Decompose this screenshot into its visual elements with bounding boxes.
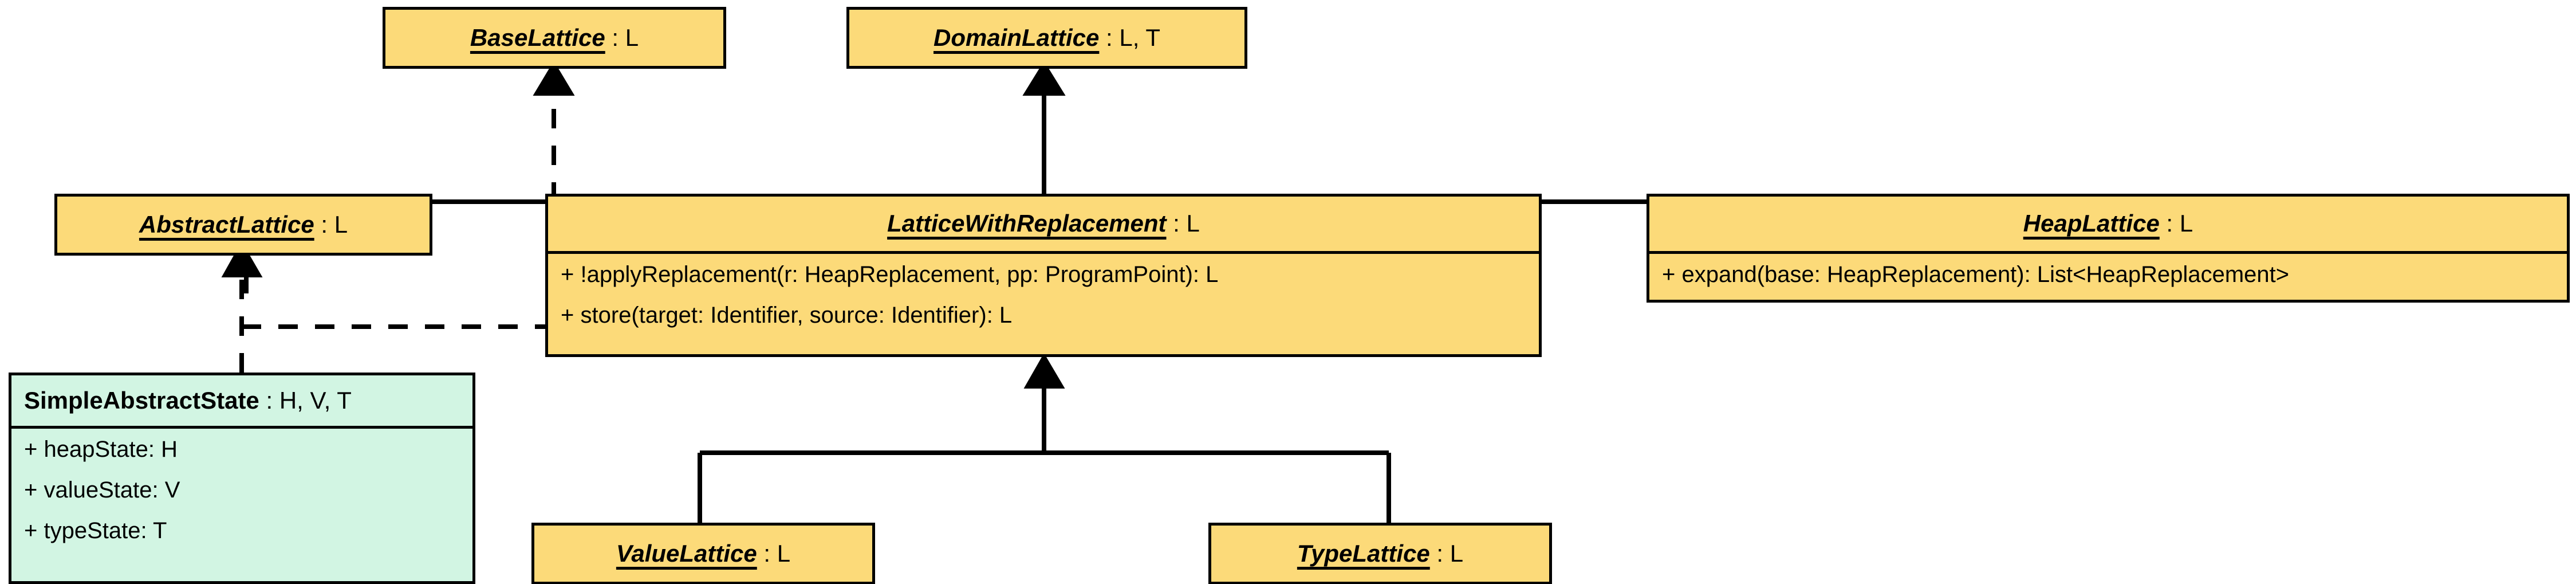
class-name-text: TypeLattice [1297, 539, 1430, 567]
class-box-lattice-with-replacement[interactable]: LatticeWithReplacement : L + !applyRepla… [545, 194, 1542, 357]
class-box-abstract-lattice[interactable]: AbstractLattice : L [54, 194, 432, 256]
class-title: HeapLattice : L [2023, 211, 2193, 236]
class-name-text: BaseLattice [470, 23, 605, 51]
class-type-params: L [1186, 210, 1200, 237]
class-name-text: SimpleAbstractState [24, 386, 259, 414]
class-name-text: AbstractLattice [139, 210, 314, 238]
class-member: + valueState: V [24, 477, 180, 503]
class-type-params: L [777, 539, 791, 567]
class-name-text: HeapLattice [2023, 210, 2160, 237]
class-member: + typeState: T [24, 518, 167, 543]
class-name-separator: : [2159, 210, 2180, 237]
class-name-compartment: TypeLattice : L [1211, 526, 1549, 582]
class-name-separator: : [1099, 23, 1120, 51]
class-name-text: ValueLattice [616, 539, 757, 567]
class-title: DomainLattice : L, T [933, 25, 1160, 50]
class-title: LatticeWithReplacement : L [887, 211, 1200, 236]
class-name-compartment: HeapLattice : L [1649, 197, 2567, 251]
class-box-simple-abstract-state[interactable]: SimpleAbstractState : H, V, T + heapStat… [9, 373, 475, 584]
class-name-separator: : [314, 210, 334, 238]
class-name-compartment: ValueLattice : L [534, 526, 872, 582]
class-member: + store(target: Identifier, source: Iden… [561, 302, 1013, 328]
class-box-type-lattice[interactable]: TypeLattice : L [1208, 523, 1552, 584]
edge-simpleabstractstate-to-abstractlattice [221, 241, 263, 373]
class-name-compartment: SimpleAbstractState : H, V, T [11, 375, 472, 426]
class-box-domain-lattice[interactable]: DomainLattice : L, T [846, 7, 1247, 69]
class-members-compartment: + heapState: H + valueState: V + typeSta… [11, 426, 472, 581]
class-name-compartment: DomainLattice : L, T [849, 10, 1244, 66]
class-type-params: H, V, T [279, 386, 352, 414]
class-name-text: LatticeWithReplacement [887, 210, 1167, 237]
class-title: ValueLattice : L [616, 539, 791, 567]
class-member: + heapState: H [24, 437, 178, 462]
class-title: BaseLattice : L [470, 25, 639, 50]
class-name-compartment: BaseLattice : L [385, 10, 723, 66]
class-box-value-lattice[interactable]: ValueLattice : L [531, 523, 875, 584]
class-type-params: L, T [1119, 23, 1160, 51]
class-name-separator: : [259, 386, 279, 414]
class-name-text: DomainLattice [933, 23, 1100, 51]
class-title: TypeLattice : L [1297, 539, 1464, 567]
class-name-separator: : [757, 539, 777, 567]
class-title: SimpleAbstractState : H, V, T [24, 386, 352, 414]
class-member: + !applyReplacement(r: HeapReplacement, … [561, 262, 1219, 287]
class-title: AbstractLattice : L [139, 210, 348, 238]
class-name-separator: : [1429, 539, 1450, 567]
edge-abstractlattice-to-baselattice [533, 61, 575, 202]
class-name-compartment: AbstractLattice : L [57, 197, 430, 253]
class-type-params: L [625, 23, 639, 51]
class-members-compartment: + !applyReplacement(r: HeapReplacement, … [548, 251, 1539, 354]
class-type-params: L [2179, 210, 2193, 237]
class-type-params: L [334, 210, 348, 238]
class-name-separator: : [1166, 210, 1187, 237]
class-member: + expand(base: HeapReplacement): List<He… [1662, 262, 2290, 287]
class-name-compartment: LatticeWithReplacement : L [548, 197, 1539, 251]
class-box-base-lattice[interactable]: BaseLattice : L [383, 7, 726, 69]
class-type-params: L [1450, 539, 1464, 567]
class-name-separator: : [605, 23, 625, 51]
edge-latticewithreplacement-to-domainlattice [1022, 61, 1066, 202]
class-members-compartment: + expand(base: HeapReplacement): List<He… [1649, 251, 2567, 300]
edge-sublattices-to-latticewithreplacement [698, 353, 1391, 523]
class-box-heap-lattice[interactable]: HeapLattice : L + expand(base: HeapRepla… [1647, 194, 2570, 303]
